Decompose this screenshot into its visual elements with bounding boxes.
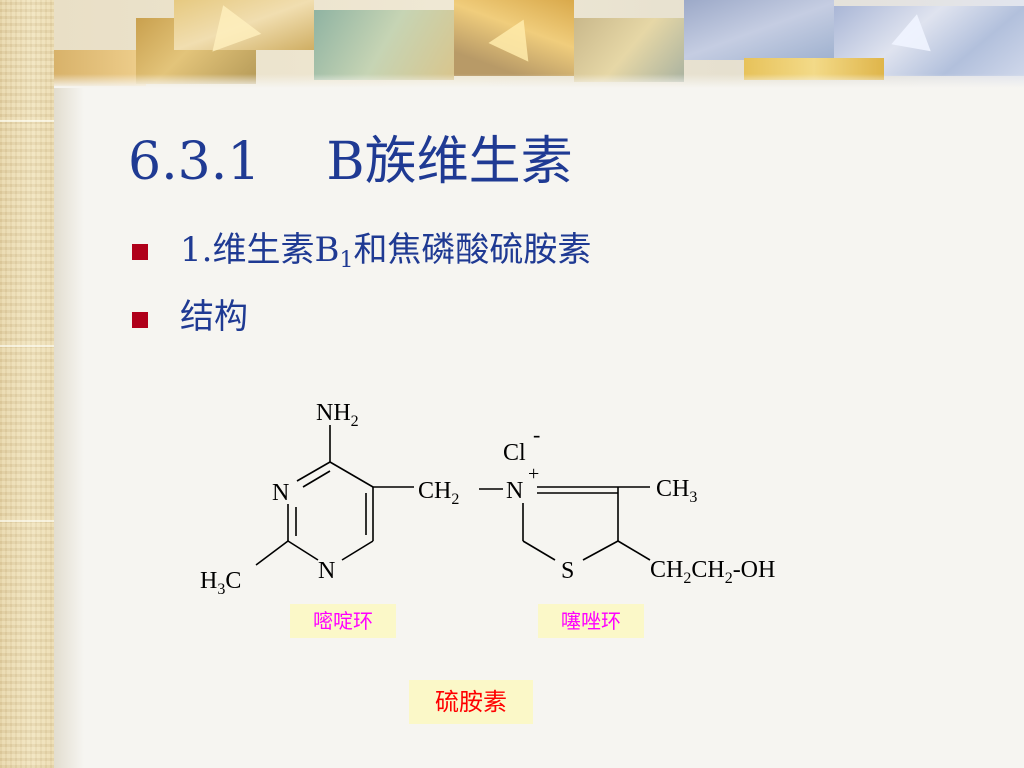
bullet-marker xyxy=(132,312,148,328)
hydroxyethyl-chain: CH2CH2-OH xyxy=(650,557,775,587)
thiazole-ring-label: 噻唑环 xyxy=(538,604,644,638)
parchment-border xyxy=(0,0,54,768)
atom-labels: NH2 N N H3C CH2 N + Cl - S CH3 CH2CH2-OH xyxy=(200,400,775,598)
negative-charge: - xyxy=(533,422,540,447)
decorative-banner xyxy=(54,0,1024,88)
bullet-structure: 结构 xyxy=(180,297,248,337)
methyl-group: H3C xyxy=(200,568,241,598)
thiazolium-nitrogen: N xyxy=(506,478,523,504)
bullet-text-main: 1.维生素B xyxy=(180,230,340,270)
thiazole-sulfur: S xyxy=(561,558,574,584)
pyrimidine-ring-label: 嘧啶环 xyxy=(290,604,396,638)
bullet-vitamin-b1: 1.维生素B1和焦磷酸硫胺素 xyxy=(180,230,592,272)
positive-charge: + xyxy=(528,463,539,485)
bullet-subscript: 1 xyxy=(339,248,354,273)
bullet-marker xyxy=(132,244,148,260)
pyrimidine-nitrogen-1: N xyxy=(272,480,289,506)
slide-title: 6.3.1 B族维生素 xyxy=(128,132,573,192)
amino-group: NH2 xyxy=(316,400,359,430)
chloride-ion: Cl xyxy=(503,440,526,466)
bond-lines xyxy=(255,425,651,566)
border-shadow xyxy=(54,0,84,768)
ring-methyl-group: CH3 xyxy=(656,476,697,506)
bullet-text-rest: 和焦磷酸硫胺素 xyxy=(353,230,592,270)
compound-name-label: 硫胺素 xyxy=(409,680,533,724)
methylene-bridge: CH2 xyxy=(418,478,459,508)
pyrimidine-nitrogen-3: N xyxy=(318,558,335,584)
